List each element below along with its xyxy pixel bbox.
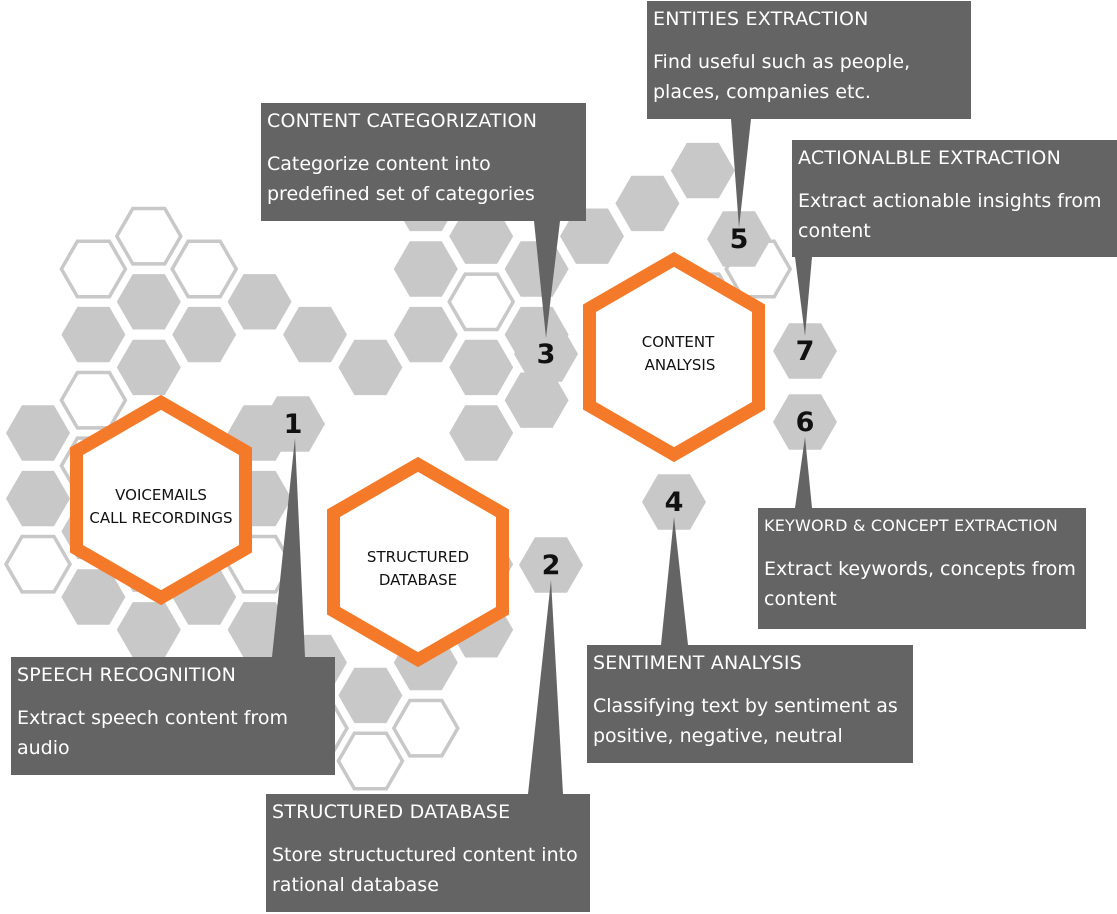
callout-pointer <box>528 580 563 794</box>
background-hexagon <box>447 272 516 332</box>
callout-pointer <box>272 438 305 657</box>
callout-content-categorization: CONTENT CATEGORIZATION Categorize conten… <box>261 103 586 221</box>
background-hexagon <box>283 306 347 363</box>
background-hexagon <box>114 206 183 266</box>
background-hexagon <box>504 241 569 297</box>
callout-sentiment-description: Classifying text by sentiment as positiv… <box>593 695 898 747</box>
callout-speech-title: SPEECH RECOGNITION <box>17 664 237 686</box>
orange-node-ring <box>70 394 252 606</box>
content-analysis-label-line2: ANALYSIS <box>645 356 716 374</box>
callout-database-description: Store structuctured content into rationa… <box>272 844 578 896</box>
background-hexagon <box>338 667 403 724</box>
step-hexagon-6 <box>773 394 837 450</box>
callout-categorization-description: Categorize content into predefined set o… <box>267 153 535 205</box>
background-hexagon <box>393 306 458 363</box>
step-hexagon-3 <box>514 326 578 382</box>
callout-pointer <box>661 517 688 645</box>
step-number-5: 5 <box>730 224 749 255</box>
callout-actionable-description: Extract actionable insights from content <box>798 190 1102 242</box>
background-hexagon <box>670 142 735 199</box>
callout-speech-recognition: SPEECH RECOGNITION Extract speech conten… <box>11 657 335 775</box>
step-number-3: 3 <box>537 339 556 370</box>
callout-sentiment-analysis: SENTIMENT ANALYSIS Classifying text by s… <box>587 645 913 763</box>
step-hexagon-2 <box>519 537 583 593</box>
callout-entities-title: ENTITIES EXTRACTION <box>653 8 869 30</box>
callout-structured-database: STRUCTURED DATABASE Store structuctured … <box>266 794 590 912</box>
voicemails-label-line1: VOICEMAILS <box>115 486 207 504</box>
background-hexagon <box>504 372 569 428</box>
callout-pointer <box>795 257 812 336</box>
callout-pointer <box>534 221 560 338</box>
callout-speech-description: Extract speech content from audio <box>17 707 288 759</box>
background-hexagon <box>615 175 680 232</box>
background-hexagon <box>449 208 514 264</box>
step-hexagon-1 <box>261 396 325 452</box>
background-hexagon <box>59 239 128 299</box>
background-hexagon <box>61 306 126 363</box>
background-hexagon <box>391 698 460 758</box>
background-hexagon <box>170 239 239 299</box>
background-hexagon <box>6 405 70 461</box>
structured-db-label-line1: STRUCTURED <box>367 548 469 566</box>
background-hexagon <box>6 470 70 527</box>
orange-node-rings <box>70 251 765 668</box>
background-hexagon <box>61 569 126 625</box>
step-number-6: 6 <box>796 407 815 438</box>
callout-keyword-title: KEYWORD & CONCEPT EXTRACTION <box>764 516 1058 535</box>
callout-actionable-extraction: ACTIONALBLE EXTRACTION Extract actionabl… <box>792 140 1117 257</box>
step-number-1: 1 <box>284 409 303 440</box>
orange-node-ring <box>327 456 509 668</box>
callout-pointers <box>272 119 812 794</box>
callout-pointer <box>795 437 812 508</box>
step-number-2: 2 <box>542 550 561 581</box>
callout-categorization-title: CONTENT CATEGORIZATION <box>267 110 538 132</box>
background-hexagon <box>449 339 514 396</box>
background-hexagon <box>393 241 458 297</box>
step-number-7: 7 <box>796 336 815 367</box>
background-hexagon <box>3 534 73 594</box>
background-hexagon <box>336 731 405 791</box>
step-hexagon-4 <box>642 474 706 530</box>
background-hexagon <box>116 274 181 330</box>
background-hexagon <box>338 339 403 396</box>
callout-database-title: STRUCTURED DATABASE <box>272 801 511 823</box>
background-hexagon <box>560 208 624 264</box>
callout-actionable-title: ACTIONALBLE EXTRACTION <box>798 147 1061 169</box>
background-hexagon <box>116 602 181 658</box>
callout-keyword-description: Extract keywords, concepts from content <box>764 558 1076 610</box>
background-hexagon <box>227 274 292 330</box>
node-labels: VOICEMAILS CALL RECORDINGS STRUCTURED DA… <box>89 333 715 589</box>
content-analysis-label-line1: CONTENT <box>642 333 715 351</box>
step-hexagon-7 <box>773 323 837 379</box>
callout-sentiment-title: SENTIMENT ANALYSIS <box>593 652 802 674</box>
background-hexagon <box>59 370 128 430</box>
orange-node-ring <box>583 251 765 463</box>
callout-entities-description: Find useful such as people, places, comp… <box>653 51 911 103</box>
step-numbers: 1 2 3 4 5 6 7 <box>284 224 815 581</box>
background-hexagon <box>449 405 514 461</box>
step-hexagon-5 <box>707 211 771 267</box>
voicemails-label-line2: CALL RECORDINGS <box>89 509 232 527</box>
background-hexagon <box>172 306 237 363</box>
step-number-4: 4 <box>665 487 684 518</box>
structured-db-label-line2: DATABASE <box>379 571 457 589</box>
callout-entities-extraction: ENTITIES EXTRACTION Find useful such as … <box>647 1 971 119</box>
callout-keyword-concept-extraction: KEYWORD & CONCEPT EXTRACTION Extract key… <box>758 508 1086 629</box>
callout-pointer <box>731 119 751 228</box>
background-hexagon <box>116 339 181 396</box>
